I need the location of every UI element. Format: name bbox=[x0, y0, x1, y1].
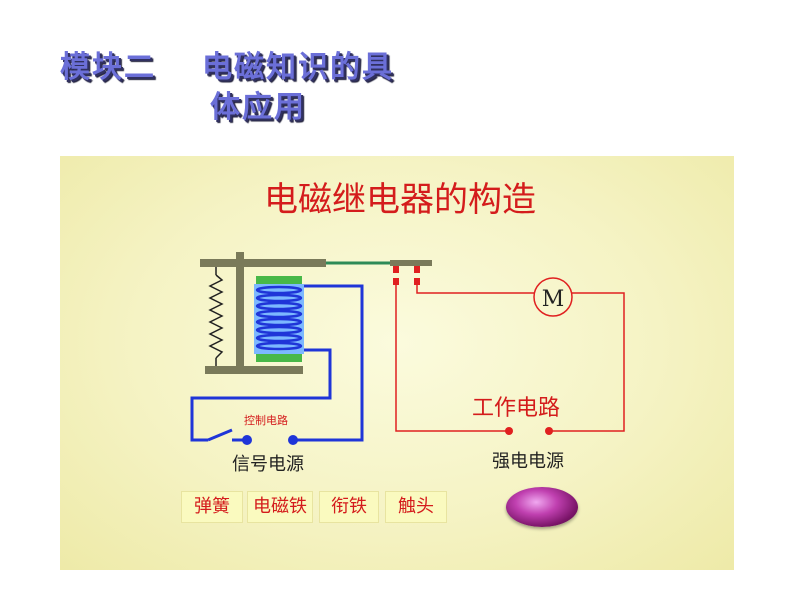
strong-source-label: 强电电源 bbox=[492, 451, 564, 472]
contact-right bbox=[414, 278, 420, 285]
spring-button[interactable]: 弹簧 bbox=[181, 491, 243, 523]
coil-top-cap bbox=[256, 276, 302, 284]
signal-source-label: 信号电源 bbox=[232, 454, 304, 475]
iron-base bbox=[205, 366, 303, 374]
armature-top-bar bbox=[200, 259, 326, 267]
coil-bottom-cap bbox=[256, 354, 302, 362]
power-terminal-left bbox=[505, 427, 513, 435]
title-module: 模块二 bbox=[60, 50, 156, 85]
title-topic-cont: 体应用 bbox=[210, 90, 306, 125]
action-lamp-button[interactable] bbox=[506, 487, 578, 527]
contact-button[interactable]: 触头 bbox=[385, 491, 447, 523]
work-circuit-label: 工作电路 bbox=[472, 396, 561, 421]
diagram-title: 电磁继电器的构造 bbox=[264, 180, 536, 220]
electromagnet-button[interactable]: 电磁铁 bbox=[247, 491, 313, 523]
motor-icon bbox=[533, 277, 573, 317]
power-terminal-right bbox=[545, 427, 553, 435]
motor-symbol: M bbox=[542, 287, 565, 312]
work-circuit-wires bbox=[395, 285, 625, 432]
slide-title: 模块二 电磁知识的具 体应用 bbox=[60, 48, 520, 128]
signal-terminal-left bbox=[242, 435, 252, 445]
contact-bar bbox=[390, 260, 432, 266]
spring-icon bbox=[208, 274, 224, 359]
control-circuit-wires bbox=[190, 284, 364, 442]
contact-left bbox=[393, 278, 399, 285]
iron-core-post bbox=[236, 252, 244, 370]
title-topic: 电磁知识的具 bbox=[202, 50, 394, 85]
armature-button[interactable]: 衔铁 bbox=[319, 491, 379, 523]
control-circuit-label: 控制电路 bbox=[244, 414, 288, 427]
coil-windings bbox=[255, 285, 303, 351]
signal-terminal-right bbox=[288, 435, 298, 445]
